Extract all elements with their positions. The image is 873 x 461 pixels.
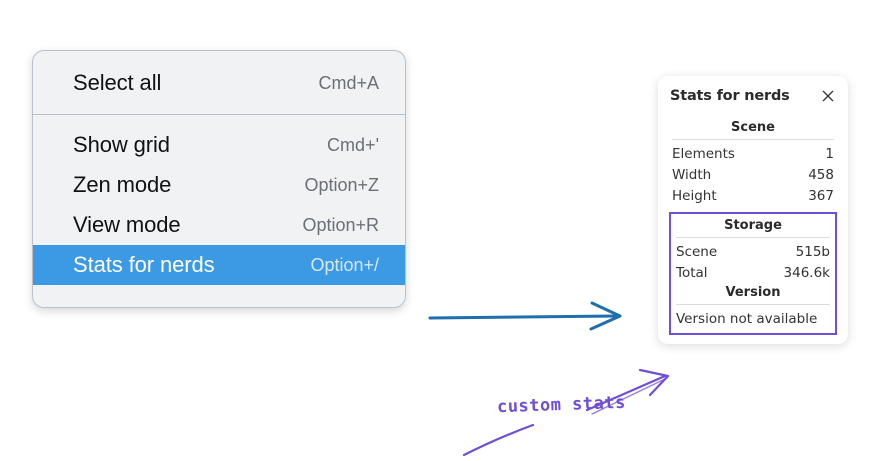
menu-item-label: Zen mode bbox=[73, 172, 172, 197]
menu-item-label: Stats for nerds bbox=[73, 252, 215, 277]
divider bbox=[676, 237, 830, 238]
custom-stats-note: custom stats bbox=[496, 392, 627, 418]
menu-item-shortcut: Option+Z bbox=[304, 174, 379, 195]
menu-footer-spacer bbox=[33, 285, 405, 307]
stat-value: 367 bbox=[808, 187, 834, 204]
stat-value: 515b bbox=[795, 243, 830, 260]
stat-value: 458 bbox=[808, 166, 834, 183]
menu-item-label: Show grid bbox=[73, 132, 170, 157]
menu-item-shortcut: Option+R bbox=[302, 214, 379, 235]
custom-stats-highlight-box: Storage Scene 515b Total 346.6k Version … bbox=[669, 212, 837, 335]
stat-row: Scene 515b bbox=[674, 241, 832, 262]
menu-item-shortcut: Cmd+A bbox=[318, 72, 379, 93]
stat-row: Total 346.6k bbox=[674, 262, 832, 283]
menu-item-show-grid[interactable]: Show grid Cmd+' bbox=[33, 125, 405, 165]
stat-key: Height bbox=[672, 187, 717, 204]
menu-item-shortcut: Option+/ bbox=[310, 254, 379, 275]
menu-item-zen-mode[interactable]: Zen mode Option+Z bbox=[33, 165, 405, 205]
menu-item-shortcut: Cmd+' bbox=[327, 134, 379, 155]
menu-section-1: Select all Cmd+A bbox=[33, 51, 405, 115]
stat-row: Width 458 bbox=[670, 164, 836, 185]
menu-item-select-all[interactable]: Select all Cmd+A bbox=[33, 63, 405, 103]
purple-underline-stroke bbox=[462, 423, 535, 457]
stat-key: Elements bbox=[672, 145, 735, 162]
scene-section-heading: Scene bbox=[731, 120, 775, 135]
stat-key: Scene bbox=[676, 243, 718, 260]
divider bbox=[672, 139, 834, 140]
storage-section-heading: Storage bbox=[724, 218, 782, 233]
stats-for-nerds-panel: Stats for nerds Scene Elements 1 Width 4… bbox=[658, 76, 848, 344]
menu-item-view-mode[interactable]: View mode Option+R bbox=[33, 205, 405, 245]
blue-arrow bbox=[428, 301, 622, 331]
divider bbox=[676, 304, 830, 305]
stat-value: 346.6k bbox=[783, 264, 830, 281]
menu-section-2: Show grid Cmd+' Zen mode Option+Z View m… bbox=[33, 115, 405, 285]
version-section-heading: Version bbox=[725, 285, 781, 300]
stat-row: Height 367 bbox=[670, 185, 836, 206]
context-menu: Select all Cmd+A Show grid Cmd+' Zen mod… bbox=[32, 50, 406, 308]
stat-value: 1 bbox=[825, 145, 834, 162]
close-icon[interactable] bbox=[820, 88, 836, 104]
stats-panel-header: Stats for nerds bbox=[670, 88, 836, 104]
stats-panel-title: Stats for nerds bbox=[670, 88, 790, 104]
menu-item-stats-for-nerds[interactable]: Stats for nerds Option+/ bbox=[33, 245, 405, 285]
stat-key: Width bbox=[672, 166, 712, 183]
stat-key: Total bbox=[676, 264, 708, 281]
menu-item-label: Select all bbox=[73, 70, 162, 95]
version-value: Version not available bbox=[676, 311, 818, 327]
menu-item-label: View mode bbox=[73, 212, 181, 237]
stat-row: Elements 1 bbox=[670, 143, 836, 164]
